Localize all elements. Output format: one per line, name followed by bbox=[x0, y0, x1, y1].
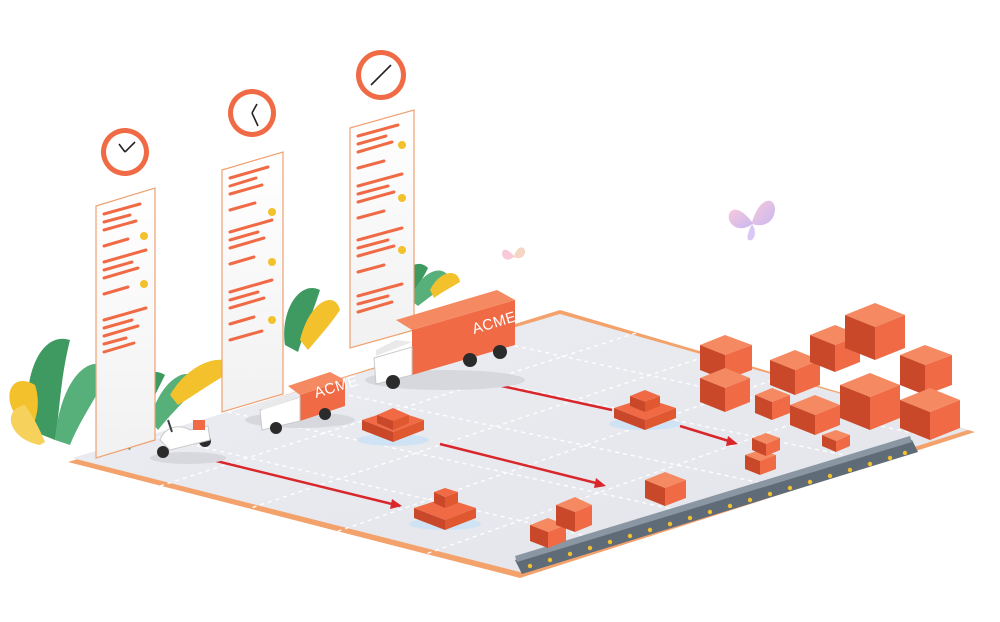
check-icon bbox=[268, 258, 276, 266]
check-icon bbox=[268, 208, 276, 216]
check-icon bbox=[268, 316, 276, 324]
box-stack-front bbox=[530, 497, 592, 548]
clock-icon bbox=[228, 89, 276, 137]
check-icon bbox=[398, 194, 406, 202]
check-icon bbox=[398, 246, 406, 254]
delivery-scooter bbox=[150, 419, 226, 464]
checklist-panel-2 bbox=[221, 151, 284, 413]
conveyor-rollers bbox=[527, 450, 908, 569]
checklist-panel-1 bbox=[95, 187, 156, 459]
clock-icon bbox=[101, 128, 149, 176]
butterfly-large bbox=[728, 200, 775, 241]
checklist-panel-3 bbox=[349, 109, 415, 349]
box-on-conveyor bbox=[745, 430, 850, 475]
box-single bbox=[645, 472, 686, 506]
agv-robot-1 bbox=[357, 408, 429, 446]
butterfly-small bbox=[502, 247, 526, 260]
clock-icon bbox=[356, 50, 406, 100]
box-pile bbox=[700, 303, 960, 440]
agv-robot-2 bbox=[609, 390, 681, 430]
check-icon bbox=[140, 280, 148, 288]
route-arrows bbox=[199, 381, 738, 509]
check-icon bbox=[140, 232, 148, 240]
agv-robot-3 bbox=[409, 488, 481, 530]
conveyor-belt bbox=[515, 436, 918, 574]
delivery-truck-large: ACME bbox=[365, 290, 525, 390]
check-icon bbox=[398, 141, 406, 149]
